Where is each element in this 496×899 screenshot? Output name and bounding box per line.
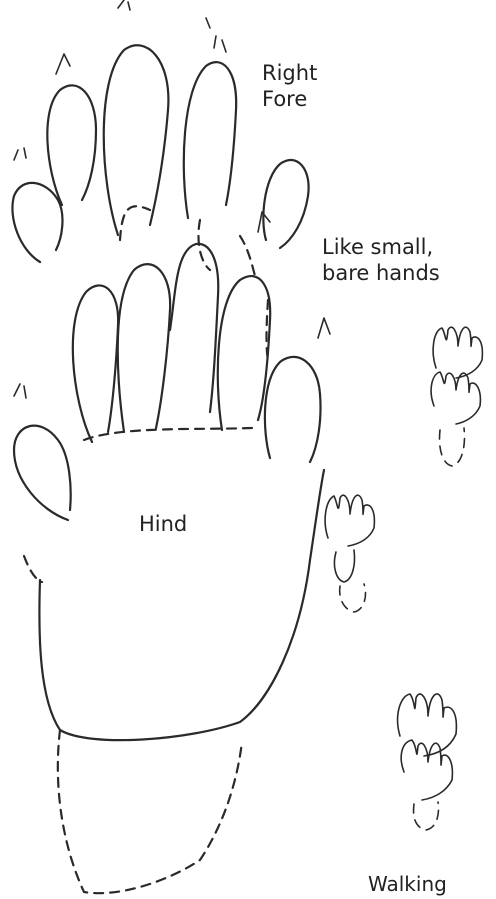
track-group-2	[325, 495, 374, 612]
hind-heel-dashes	[58, 730, 242, 893]
label-fore-note-line-2: bare hands	[322, 260, 440, 286]
small-track-2-fore	[325, 495, 374, 546]
hind-toe-4	[218, 276, 270, 430]
label-fore-note: Like small, bare hands	[322, 234, 440, 286]
walking-heel	[414, 802, 439, 830]
label-right-fore-line-1: Right	[262, 60, 317, 86]
small-track-1-hind	[431, 372, 480, 424]
hind-toe-3	[118, 264, 170, 432]
fore-toe-1	[12, 183, 62, 262]
hind-connecting-dashes	[24, 300, 268, 582]
label-right-fore: Right Fore	[262, 60, 317, 112]
fore-toe-2	[47, 85, 96, 205]
hind-claw-5	[318, 318, 330, 338]
fore-claw-3	[118, 0, 130, 10]
hind-foot	[14, 244, 330, 893]
hind-claw-1	[14, 384, 26, 398]
label-hind: Hind	[139, 511, 187, 537]
fore-claw-4	[206, 18, 226, 52]
hind-toe-3b	[170, 244, 218, 412]
label-fore-note-line-1: Like small,	[322, 234, 440, 260]
hind-toe-2	[73, 285, 118, 442]
walking-track	[398, 694, 457, 830]
fore-toe-5	[263, 160, 308, 248]
small-track-2-hind	[334, 550, 354, 582]
label-right-fore-line-2: Fore	[262, 86, 317, 112]
fore-claw-2	[56, 54, 70, 74]
right-fore-foot	[12, 0, 308, 280]
hind-toe-1	[14, 426, 71, 520]
fore-claw-1	[14, 148, 26, 160]
walking-fore	[398, 694, 457, 756]
fore-toe-4	[184, 62, 236, 218]
small-track-1-heel	[440, 428, 465, 466]
small-track-1-fore	[433, 327, 482, 378]
hind-toe-5	[265, 357, 321, 462]
label-walking: Walking	[368, 871, 447, 897]
track-group-1	[431, 327, 482, 466]
small-track-2-heel	[340, 584, 366, 612]
